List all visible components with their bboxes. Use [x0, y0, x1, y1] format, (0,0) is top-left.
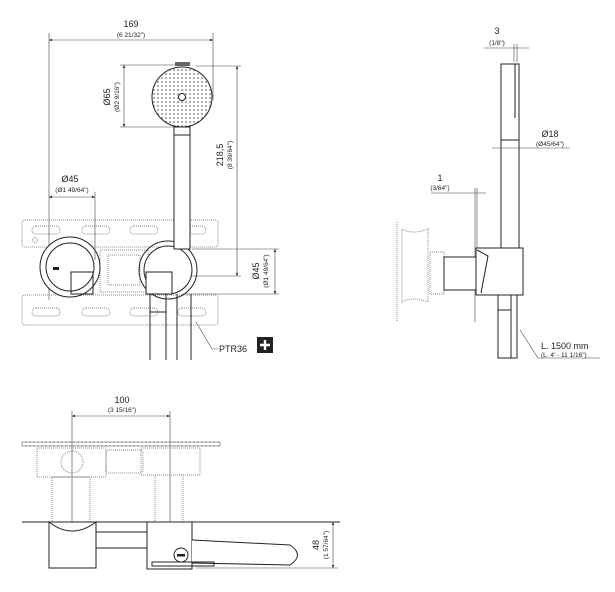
width-dim-imperial: (6 21/32")	[117, 32, 145, 39]
spacing-dim-value: 100	[114, 395, 129, 405]
top-view: 100 (3 15/16") 48 (1 57/64")	[21, 395, 340, 570]
gap-dim-imperial: (1/8")	[489, 40, 505, 47]
hose-length-imperial: (L. 4' - 11 1/16")	[541, 352, 587, 359]
offset-dim-imperial: (3/64")	[430, 185, 449, 192]
wand-dia-imperial: (Ø45/64")	[536, 141, 564, 148]
width-dim-value: 169	[123, 19, 138, 29]
depth-dim-value: 48	[311, 540, 321, 550]
shower-handle	[173, 126, 191, 250]
shower-wand-side	[500, 63, 520, 250]
head-dia-value: Ø65	[102, 88, 112, 105]
height-dim-value: 218,5	[215, 144, 225, 167]
right-dia-imperial: (Ø1 49/64")	[263, 254, 270, 287]
mounting-plate-bottom	[21, 294, 219, 326]
left-dia-value: Ø45	[61, 174, 78, 184]
height-dim-imperial: (8 39/64")	[227, 141, 234, 169]
part-label-ptr36: PTR36	[219, 344, 247, 354]
offset-dim-value: 1	[437, 173, 442, 183]
gap-dim-value: 3	[494, 26, 499, 36]
side-view: 3 (1/8") Ø18 (Ø45/64") 1 (3/64") L. 1500…	[396, 26, 600, 359]
mounting-plate-top	[21, 219, 219, 248]
head-dia-imperial: (Ø2 9/16")	[114, 82, 121, 112]
front-view: 169 (6 21/32") Ø65 (Ø2 9/1	[21, 19, 279, 360]
spacing-dim-imperial: (3 15/16")	[108, 407, 136, 414]
right-dia-value: Ø45	[251, 262, 261, 279]
wand-dia-value: Ø18	[541, 129, 558, 139]
outlet-body-side	[475, 247, 524, 296]
hose-length-value: L. 1500 mm	[541, 341, 589, 351]
diverter-ring	[39, 236, 101, 298]
left-dia-imperial: (Ø1 49/64")	[55, 187, 88, 194]
plus-icon[interactable]	[257, 337, 273, 353]
depth-dim-imperial: (1 57/64")	[323, 531, 330, 559]
